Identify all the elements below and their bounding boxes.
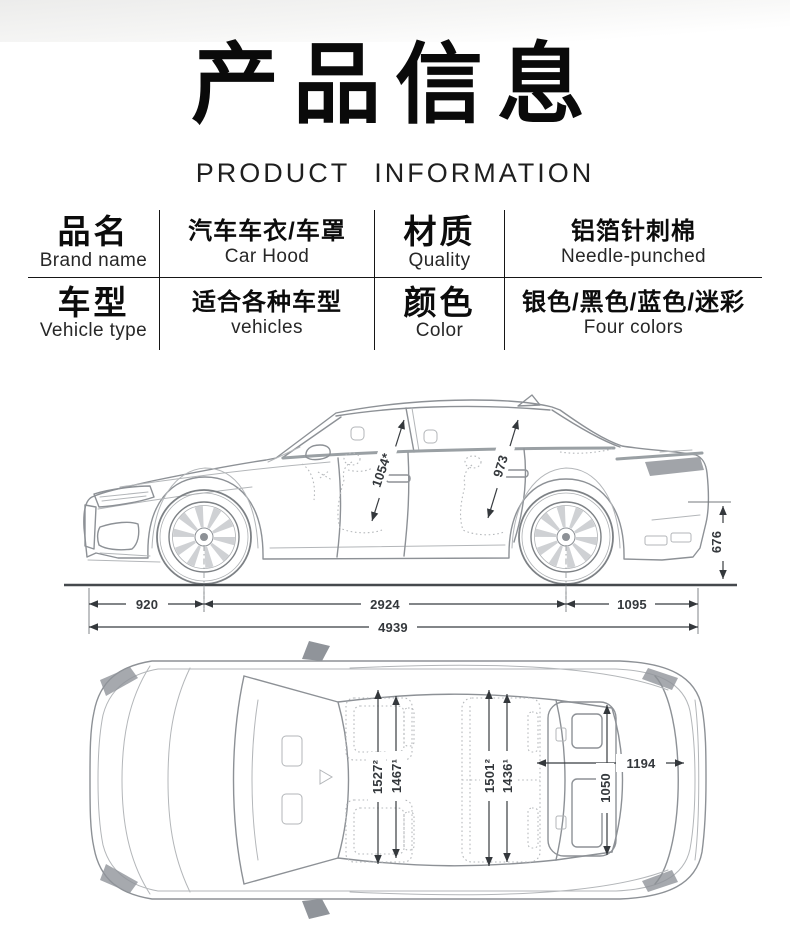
page-title: 产品信息 (190, 35, 599, 134)
spec-table: 品名 Brand name 汽车车衣/车罩 Car Hood 材质 Qualit… (28, 210, 762, 350)
spec-brand-label-en: Brand name (39, 249, 148, 271)
page-subtitle: PRODUCT INFORMATION (195, 158, 595, 188)
spec-color-label-cn: 颜色 (403, 283, 476, 321)
spec-material-value-en: Needle-punched (560, 246, 707, 268)
spec-material-label-cn: 材质 (403, 213, 476, 251)
spec-vehicle-label-en: Vehicle type (39, 320, 148, 342)
spec-color-label: 颜色 Color (375, 278, 505, 350)
dim-width-rear-2-label: 1436¹ (500, 759, 515, 793)
dim-rear-height-label: 676 (709, 531, 724, 553)
spec-vehicle-label-cn: 车型 (57, 283, 130, 321)
dim-boot-width-label: 1194 (626, 756, 656, 771)
dim-boot-length-label: 1050 (598, 773, 613, 803)
side-interior-seats (301, 448, 613, 536)
top-view-drawing (89, 641, 707, 919)
rear-wheel (518, 489, 614, 585)
spec-vehicle-label: 车型 Vehicle type (28, 278, 160, 350)
spec-vehicle-value-en: vehicles (231, 316, 303, 338)
spec-material-label-en: Quality (408, 249, 471, 271)
dim-wheelbase-label: 2924 (370, 597, 400, 612)
top-view-dimensions: 1527² 1467¹ 1501² 1436¹ 1194 1050 (368, 690, 684, 866)
car-blueprint: 1054* 973 676 920 2924 1095 4939 (64, 394, 737, 919)
spec-vehicle-value-cn: 适合各种车型 (192, 288, 342, 316)
front-wheel (156, 489, 252, 585)
spec-material-label: 材质 Quality (375, 210, 505, 278)
spec-brand-value-cn: 汽车车衣/车罩 (188, 218, 346, 246)
spec-color-value-en: Four colors (583, 316, 684, 338)
spec-brand-label-cn: 品名 (57, 213, 130, 251)
spec-color-value-cn: 银色/黑色/蓝色/迷彩 (521, 288, 745, 316)
dim-cabin-rear-label: 973 (490, 453, 511, 479)
top-shade (0, 0, 790, 42)
dim-front-overhang-label: 920 (136, 597, 158, 612)
dim-width-rear-1-label: 1501² (482, 758, 497, 793)
side-view-dimensions: 1054* 973 676 920 2924 1095 4939 (64, 419, 737, 635)
spec-material-value: 铝箔针刺棉 Needle-punched (505, 210, 762, 278)
spec-vehicle-value: 适合各种车型 vehicles (160, 278, 375, 350)
side-view-drawing (83, 394, 710, 585)
dim-overall-length-label: 4939 (378, 620, 408, 635)
spec-color-value: 银色/黑色/蓝色/迷彩 Four colors (505, 278, 762, 350)
dim-width-front-2-label: 1467¹ (389, 759, 404, 793)
spec-material-value-cn: 铝箔针刺棉 (571, 218, 696, 246)
spec-brand-value: 汽车车衣/车罩 Car Hood (160, 210, 375, 278)
spec-brand-value-en: Car Hood (224, 246, 310, 268)
dim-rear-overhang-label: 1095 (617, 597, 647, 612)
spec-brand-label: 品名 Brand name (28, 210, 160, 278)
spec-color-label-en: Color (415, 320, 464, 342)
dim-width-front-1-label: 1527² (370, 759, 385, 794)
